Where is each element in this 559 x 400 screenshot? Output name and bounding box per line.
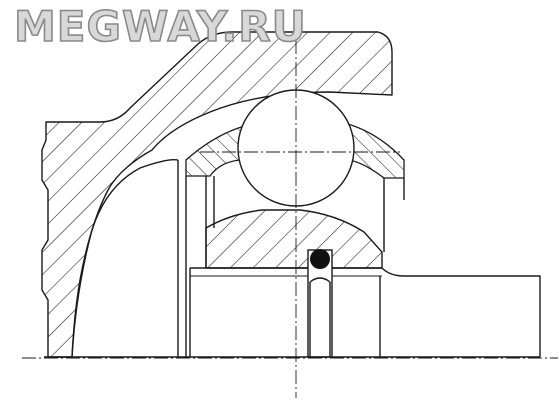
inner-race-section [205, 209, 383, 269]
circlip-ring [310, 249, 330, 269]
outer-housing-section [41, 31, 393, 358]
circlip-slot [309, 277, 331, 283]
housing-inner-contour [71, 158, 179, 358]
drive-shaft-outline [190, 267, 541, 357]
watermark-logo: MEGWAY.RU [13, 2, 307, 51]
